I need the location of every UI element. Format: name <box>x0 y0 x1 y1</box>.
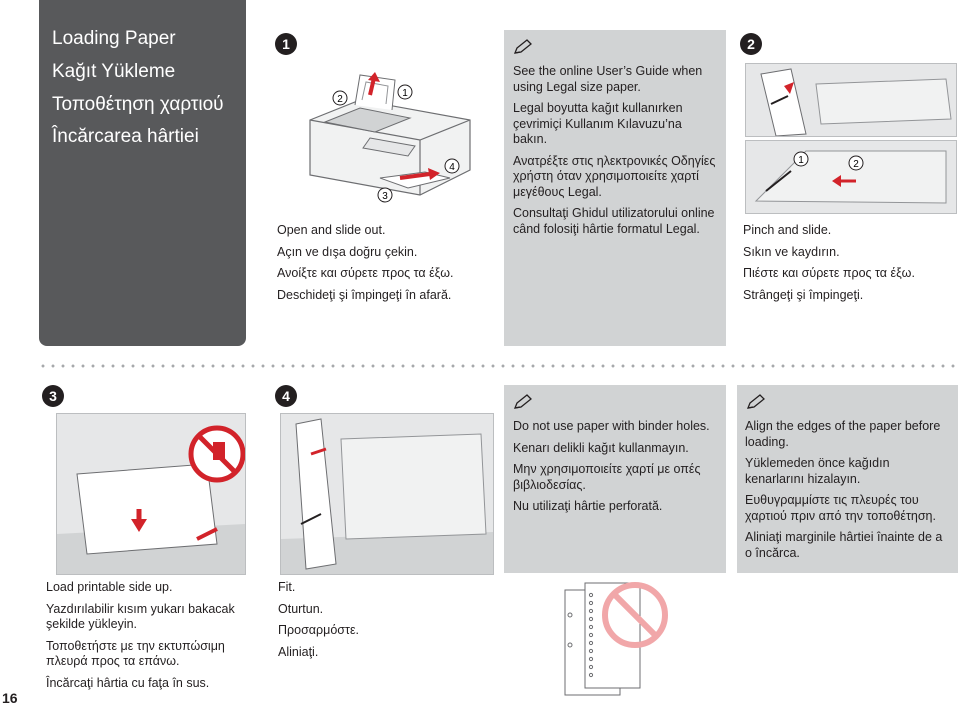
step-4-text: Fit. Oturtun. Προσαρμόστε. Aliniaţi. <box>278 580 488 666</box>
photo-step2-bottom: 1 2 <box>745 140 957 214</box>
note1-line-tr: Legal boyutta kağıt kullanırken çevrimiç… <box>513 101 683 146</box>
photo-step4 <box>280 413 494 575</box>
step-1-text: Open and slide out. Açın ve dışa doğru ç… <box>277 223 487 309</box>
note-align-edges: Align the edges of the paper before load… <box>737 385 958 573</box>
note1-line-el: Ανατρέξτε στις ηλεκτρονικές Οδηγίες χρήσ… <box>513 153 716 199</box>
step-1-badge: 1 <box>275 33 297 55</box>
step1-line-tr: Açın ve dışa doğru çekin. <box>277 244 418 259</box>
note2-line-en: Do not use paper with binder holes. <box>513 419 710 433</box>
step2-line-el: Πιέστε και σύρετε προς τα έξω. <box>743 266 915 280</box>
note-legal-paper: See the online User’s Guide when using L… <box>504 30 726 346</box>
pencil-note-icon <box>513 39 532 54</box>
prohibited-icon <box>602 582 668 648</box>
note-binder-holes: Do not use paper with binder holes. Kena… <box>504 385 726 573</box>
note3-line-el: Ευθυγραμμίστε τις πλευρές του χαρτιού πρ… <box>745 493 936 523</box>
step1-line-el: Ανοίξτε και σύρετε προς τα έξω. <box>277 266 454 280</box>
binder-hole-paper-illustration <box>564 582 668 696</box>
title-ro: Încărcarea hârtiei <box>52 126 199 147</box>
step2-line-en: Pinch and slide. <box>743 223 832 237</box>
load-printable-side-illustration <box>57 425 246 574</box>
step3-line-el: Τοποθετήστε με την εκτυπώσιμη πλευρά προ… <box>46 638 225 669</box>
step4-line-tr: Oturtun. <box>278 601 324 616</box>
note2-line-ro: Nu utilizaţi hârtie perforată. <box>513 499 663 513</box>
step2-callout-2: 2 <box>853 159 859 170</box>
photo-step3 <box>56 413 246 575</box>
step1-callout-2: 2 <box>337 94 343 105</box>
step1-callout-4: 4 <box>449 162 455 173</box>
note1-line-en: See the online User’s Guide when using L… <box>513 64 703 94</box>
step2-line-ro: Strângeţi şi împingeţi. <box>743 287 864 302</box>
title-tr: Kağıt Yükleme <box>52 61 176 82</box>
section-divider <box>38 364 958 368</box>
title-panel: Loading Paper Kağıt Yükleme Τοποθέτηση χ… <box>39 0 246 346</box>
printer-illustration-step1: 2 1 3 4 <box>309 72 471 203</box>
page-number: 16 <box>2 690 18 706</box>
title-en: Loading Paper <box>52 28 176 49</box>
step4-line-ro: Aliniaţi. <box>278 644 319 659</box>
step2-callout-1: 1 <box>798 155 804 166</box>
step-2-badge: 2 <box>740 33 762 55</box>
step3-line-en: Load printable side up. <box>46 580 173 594</box>
fit-edge-guide-illustration <box>281 418 493 574</box>
photo-step2-top <box>745 63 957 137</box>
step1-line-ro: Deschideţi şi împingeţi în afară. <box>277 287 452 302</box>
note1-line-ro: Consultaţi Ghidul utilizatorului online … <box>513 206 715 236</box>
step3-line-ro: Încărcaţi hârtia cu faţa în sus. <box>46 675 210 690</box>
step2-line-tr: Sıkın ve kaydırın. <box>743 244 840 259</box>
step3-line-tr: Yazdırılabilir kısım yukarı bakacak şeki… <box>46 601 235 632</box>
step-4-badge: 4 <box>275 385 297 407</box>
note3-line-ro: Aliniaţi marginile hârtiei înainte de a … <box>745 530 943 560</box>
note2-line-tr: Kenarı delikli kağıt kullanmayın. <box>513 440 689 455</box>
note2-line-el: Μην χρησιμοποιείτε χαρτί με οπές βιβλιοδ… <box>513 462 701 492</box>
title-el: Τοποθέτηση χαρτιού <box>52 94 224 115</box>
note3-line-en: Align the edges of the paper before load… <box>745 419 941 449</box>
paper-guide-closeup <box>760 68 952 137</box>
note3-line-tr: Yüklemeden önce kağıdın kenarlarını hiza… <box>745 456 890 486</box>
pencil-note-icon <box>513 394 532 409</box>
step-3-text: Load printable side up. Yazdırılabilir k… <box>46 580 256 697</box>
paper-guide-slide: 1 2 <box>754 150 947 204</box>
step1-callout-3: 3 <box>382 191 388 202</box>
pencil-note-icon <box>746 394 765 409</box>
step1-line-en: Open and slide out. <box>277 223 386 237</box>
step4-line-el: Προσαρμόστε. <box>278 623 359 637</box>
step1-callout-1: 1 <box>402 88 408 99</box>
step-2-text: Pinch and slide. Sıkın ve kaydırın. Πιέσ… <box>743 223 955 309</box>
step4-line-en: Fit. <box>278 580 296 594</box>
step-3-badge: 3 <box>42 385 64 407</box>
